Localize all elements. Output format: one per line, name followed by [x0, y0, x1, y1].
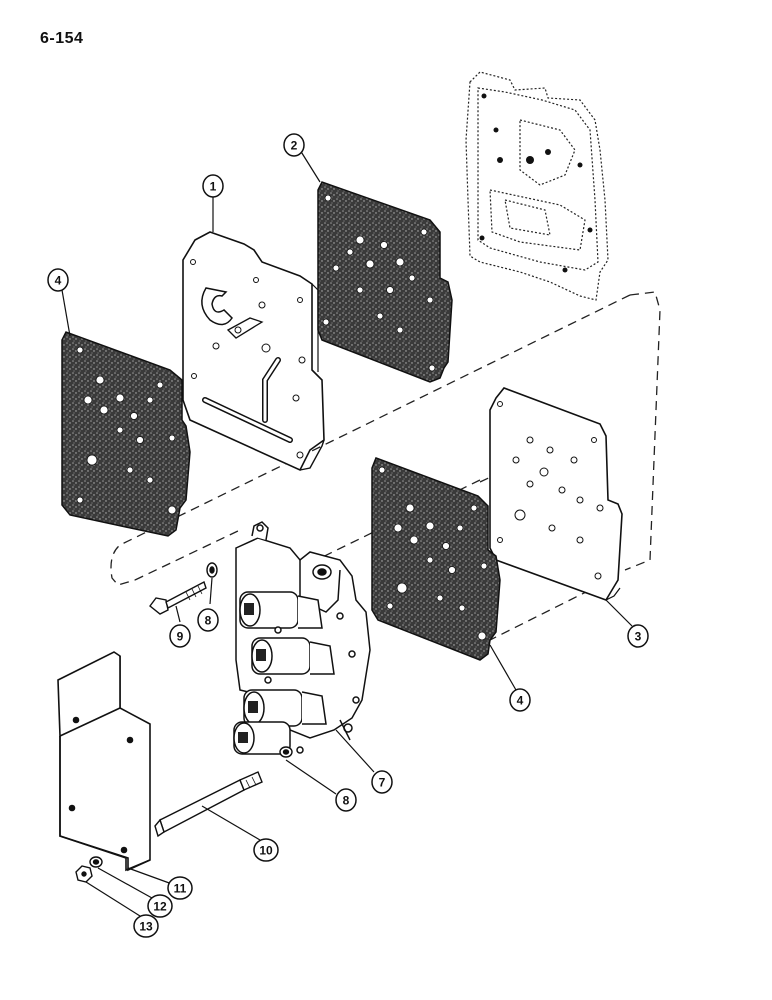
svg-text:4: 4: [517, 694, 524, 708]
callout-4-lower: 4: [509, 688, 531, 712]
cover-bracket-part-11: [57, 651, 151, 872]
svg-text:3: 3: [635, 630, 642, 644]
callout-11: 11: [167, 876, 193, 900]
callout-2: 2: [283, 133, 305, 157]
callout-1: 1: [202, 174, 224, 198]
bolt-part-9: [149, 580, 207, 615]
svg-text:12: 12: [153, 900, 167, 914]
svg-text:8: 8: [343, 794, 350, 808]
callout-7: 7: [371, 770, 393, 794]
callout-13: 13: [133, 914, 159, 938]
callout-3: 3: [627, 624, 649, 648]
svg-text:7: 7: [379, 776, 386, 790]
callout-9: 9: [169, 624, 191, 648]
callout-8-upper: 8: [197, 608, 219, 632]
callout-12: 12: [147, 894, 173, 918]
stud-part-10: [154, 771, 263, 838]
washer-part-12: [89, 856, 103, 868]
svg-text:4: 4: [55, 274, 62, 288]
plate-part-3: [489, 387, 623, 601]
callout-10: 10: [253, 838, 279, 862]
leader-lines: [61, 149, 633, 917]
svg-text:10: 10: [259, 844, 273, 858]
separator-plate-part-1: [182, 231, 325, 472]
svg-text:9: 9: [177, 630, 184, 644]
svg-text:2: 2: [291, 139, 298, 153]
gasket-part-4-lower: [371, 457, 501, 661]
gasket-part-4-left: [61, 331, 191, 537]
svg-text:13: 13: [139, 920, 153, 934]
nut-part-13: [75, 865, 93, 883]
solenoid-valve-body-part-7: [233, 521, 371, 755]
phantom-housing-holes: [479, 93, 593, 273]
phantom-housing: [465, 71, 609, 301]
gasket-part-2-top: [317, 181, 453, 383]
washer-part-8-lower: [279, 746, 293, 758]
svg-text:1: 1: [210, 180, 217, 194]
svg-text:8: 8: [205, 614, 212, 628]
callout-8-lower: 8: [335, 788, 357, 812]
page-number: 6-154: [40, 30, 84, 47]
callout-4-left: 4: [47, 268, 69, 292]
washer-part-8-upper: [206, 562, 218, 578]
svg-text:11: 11: [174, 882, 187, 896]
